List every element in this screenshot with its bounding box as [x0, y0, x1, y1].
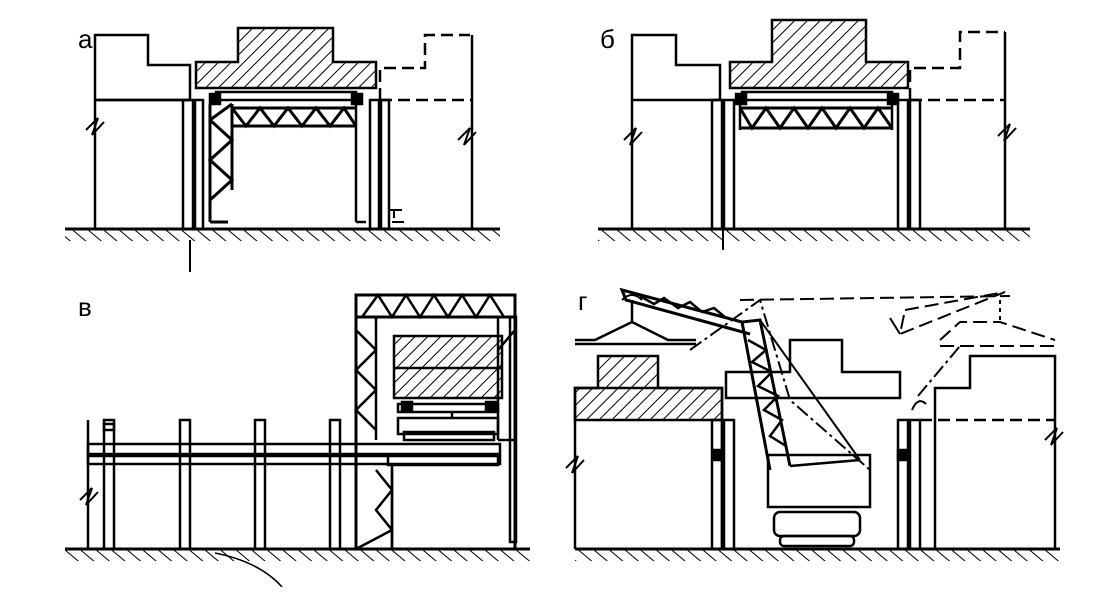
panel-v-drawing [65, 292, 530, 588]
break-mark-right [457, 127, 477, 146]
portal-leg-left [207, 102, 235, 224]
alt-position-dashed [739, 295, 1011, 301]
panel-label-v: в [78, 292, 92, 322]
left-column-2 [193, 98, 205, 231]
roof-block [573, 354, 724, 422]
panel-label-g: г [578, 286, 588, 316]
panel-label-a: а [78, 24, 93, 54]
target-block-outline [724, 338, 902, 400]
roof-block [728, 18, 910, 90]
panel-g-drawing [565, 287, 1064, 561]
crane-body [766, 453, 872, 509]
truss [230, 105, 358, 129]
gantry-frame [354, 293, 517, 549]
panel-a-drawing [65, 26, 500, 272]
panel-label-b: б [600, 24, 615, 54]
column [102, 418, 116, 551]
column [328, 418, 342, 551]
left-column [710, 98, 724, 231]
right-building-outline [933, 354, 1057, 549]
column [178, 418, 192, 551]
column [253, 418, 267, 551]
crane-track [772, 510, 862, 538]
truss [738, 105, 894, 131]
right-building-dashed [378, 33, 470, 100]
left-building-outline [630, 33, 722, 229]
right-building-dashed [908, 30, 1005, 100]
left-building-outline [93, 33, 192, 229]
crane-boom [740, 318, 792, 471]
panel-b-drawing [598, 18, 1030, 250]
runway-beam [86, 442, 502, 456]
left-column [181, 98, 195, 231]
break-mark [85, 117, 105, 136]
ground-hatch [65, 230, 500, 241]
roof-block [194, 26, 378, 90]
suspended-block [575, 320, 696, 342]
right-column [368, 98, 381, 231]
